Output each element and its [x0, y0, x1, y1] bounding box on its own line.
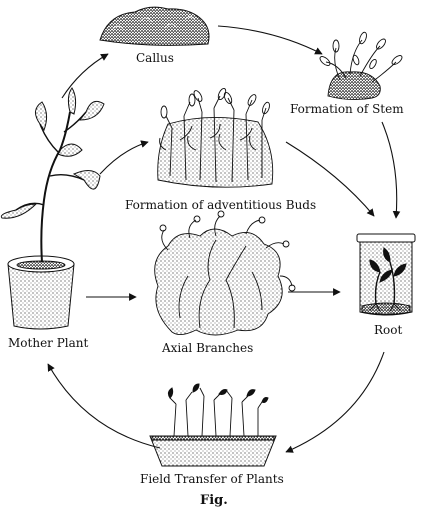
label-callus: Callus — [136, 51, 174, 65]
root-jar-illustration — [357, 234, 415, 315]
adventitious-buds-illustration — [158, 87, 273, 187]
arrow-mother-to-buds — [100, 142, 148, 174]
arrow-callus-to-stem — [218, 26, 322, 54]
label-field-transfer-of-plants: Field Transfer of Plants — [140, 472, 284, 486]
arrow-mother-to-callus — [62, 54, 108, 98]
label-mother-plant: Mother Plant — [8, 336, 88, 350]
label-axial-branches: Axial Branches — [162, 341, 253, 355]
axial-branches-illustration — [155, 211, 295, 335]
arrow-field-to-mother — [48, 364, 160, 448]
callus-illustration — [100, 7, 209, 45]
stem-formation-illustration — [318, 31, 403, 99]
arrow-root-to-field — [286, 352, 384, 452]
label-formation-of-adventitious-buds: Formation of adventitious Buds — [125, 198, 316, 212]
field-transfer-illustration — [150, 384, 276, 466]
mother-plant-illustration — [1, 88, 104, 329]
figure-caption: Fig. — [200, 493, 228, 508]
label-root: Root — [374, 323, 402, 337]
label-formation-of-stem: Formation of Stem — [290, 102, 404, 116]
arrow-stem-to-root — [382, 122, 397, 218]
